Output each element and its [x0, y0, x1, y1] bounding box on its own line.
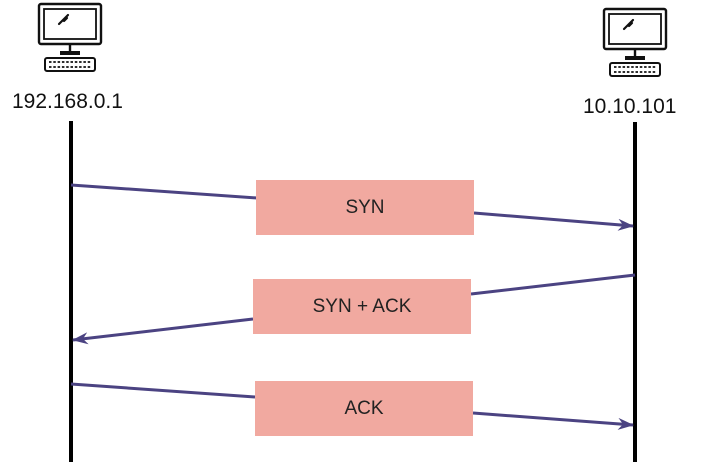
ack-arrow-start [70, 382, 256, 399]
message-label: SYN + ACK [312, 295, 412, 317]
message-box-syn-ack: SYN + ACK [253, 279, 471, 334]
message-label: ACK [344, 397, 384, 419]
computer-icon-right [602, 7, 668, 78]
message-box-ack: ACK [255, 381, 473, 436]
message-box-syn: SYN [256, 180, 474, 235]
host-label-right: 10.10.101 [583, 95, 677, 118]
syn-arrow-end [473, 211, 634, 231]
syn-arrow-start [70, 183, 258, 200]
computer-icon-left [37, 2, 103, 73]
ack-arrow-end [472, 411, 634, 430]
message-label: SYN [345, 196, 385, 218]
host-label-left: 192.168.0.1 [12, 90, 123, 113]
synack-arrow-end [72, 317, 254, 345]
synack-arrow-start [470, 273, 636, 296]
